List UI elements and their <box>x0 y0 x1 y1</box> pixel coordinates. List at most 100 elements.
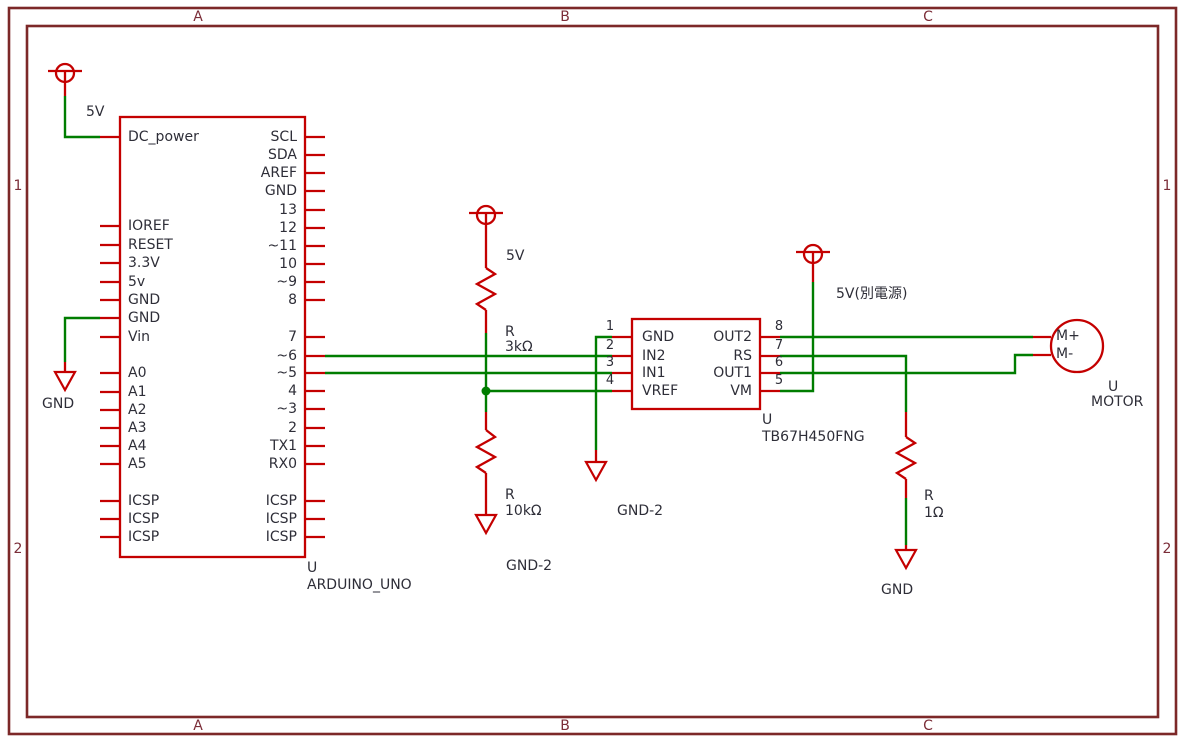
arduino-value: ARDUINO_UNO <box>307 577 412 593</box>
wire-5v-to-dcpower[interactable] <box>63 96 100 139</box>
frame-col-b-bottom: B <box>560 718 570 734</box>
arduino-pin-icsp-r3: ICSP <box>265 529 297 545</box>
arduino-pin-dc-power: DC_power <box>128 129 199 145</box>
arduino-pin-aref: AREF <box>260 165 297 181</box>
gnd2-label-under-ic: GND-2 <box>617 503 664 519</box>
gnd2-symbol-under-ic[interactable] <box>584 460 608 483</box>
power-symbol-5v-right[interactable] <box>796 243 830 282</box>
arduino-pin-12: 12 <box>279 220 297 236</box>
symbol-connector-segments[interactable] <box>63 310 908 550</box>
power-symbol-5v-left[interactable] <box>48 62 82 96</box>
arduino-pin-5v: 5v <box>128 274 146 290</box>
frame-col-c-top: C <box>923 9 933 25</box>
arduino-pin-sda: SDA <box>268 147 297 163</box>
arduino-pin-5: ~5 <box>276 365 297 381</box>
arduino-pin-tx1: TX1 <box>269 438 297 454</box>
gnd-symbol-left[interactable] <box>53 370 77 393</box>
arduino-right-pin-stubs[interactable] <box>305 135 325 539</box>
arduino-pin-scl: SCL <box>270 129 297 145</box>
wire-junction-dot[interactable] <box>481 386 491 396</box>
arduino-body[interactable] <box>118 115 307 559</box>
arduino-pin-rx0: RX0 <box>268 456 297 472</box>
motor-pin-mplus: M+ <box>1056 328 1080 344</box>
arduino-pin-6: ~6 <box>276 348 297 364</box>
arduino-ref: U <box>307 560 318 576</box>
motor-body[interactable] <box>1049 318 1105 374</box>
arduino-pin-a3: A3 <box>128 420 147 436</box>
ic-pin-number-8: 8 <box>774 319 784 334</box>
arduino-pin-9: ~9 <box>276 274 297 290</box>
motor-ref: U <box>1108 379 1119 395</box>
resistor-3k-ref: R <box>505 324 515 340</box>
wire-out1-to-mminus[interactable] <box>780 353 1033 375</box>
arduino-pin-reset: RESET <box>128 237 173 253</box>
frame-row-2-left: 2 <box>13 541 23 557</box>
resistor-1ohm-symbol[interactable] <box>894 436 918 480</box>
frame-col-a-top: A <box>193 9 203 25</box>
ic-pin-vref: VREF <box>642 383 679 399</box>
gnd-label-right: GND <box>881 582 914 598</box>
ic-pin-number-2: 2 <box>605 338 615 353</box>
ic-pin-in1: IN1 <box>642 365 666 381</box>
frame-col-b-top: B <box>560 9 570 25</box>
motor-pin-stubs[interactable] <box>1033 335 1051 357</box>
resistor-1ohm-ref: R <box>924 488 934 504</box>
arduino-pin-4: 4 <box>288 383 297 399</box>
ic-pin-out1: OUT1 <box>713 365 752 381</box>
driver-ic-pin-stubs[interactable] <box>612 335 780 393</box>
arduino-pin-3: ~3 <box>276 401 297 417</box>
arduino-pin-gnd2: GND <box>128 310 161 326</box>
ic-pin-number-1: 1 <box>605 319 615 334</box>
gnd-symbol-right[interactable] <box>894 548 918 571</box>
arduino-pin-7: 7 <box>288 329 297 345</box>
power-label-5v-right: 5V(別電源) <box>836 286 908 302</box>
ic-pin-out2: OUT2 <box>713 329 752 345</box>
arduino-pin-11: ~11 <box>267 238 297 254</box>
ic-pin-rs: RS <box>733 348 752 364</box>
arduino-pin-gnd-r: GND <box>264 183 297 199</box>
arduino-pin-icsp-l3: ICSP <box>128 529 160 545</box>
resistor-10k-symbol[interactable] <box>474 429 498 474</box>
ic-pin-number-4: 4 <box>605 373 615 388</box>
frame-row-2-right: 2 <box>1162 541 1172 557</box>
arduino-pin-gnd1: GND <box>128 292 161 308</box>
frame-row-1-left: 1 <box>13 178 23 194</box>
ic-value: TB67H450FNG <box>762 429 865 445</box>
gnd2-label-under-10k: GND-2 <box>506 558 553 574</box>
wire-rs-to-r1[interactable] <box>780 354 908 412</box>
arduino-pin-a4: A4 <box>128 438 147 454</box>
arduino-pin-2: 2 <box>288 420 297 436</box>
wire-gnd-from-arduino[interactable] <box>63 316 100 362</box>
arduino-pin-icsp-r1: ICSP <box>265 493 297 509</box>
power-label-5v-mid: 5V <box>506 248 525 264</box>
driver-ic-body[interactable] <box>630 317 762 411</box>
ic-pin-gnd: GND <box>642 329 675 345</box>
gnd2-symbol-under-10k[interactable] <box>474 513 498 536</box>
wire-ic-gnd[interactable] <box>594 335 612 450</box>
arduino-pin-a2: A2 <box>128 402 147 418</box>
arduino-pin-ioref: IOREF <box>128 218 170 234</box>
resistor-10k-ref: R <box>505 487 515 503</box>
arduino-pin-10: 10 <box>279 256 297 272</box>
ic-pin-in2: IN2 <box>642 348 666 364</box>
arduino-pin-13: 13 <box>279 202 297 218</box>
arduino-pin-icsp-r2: ICSP <box>265 511 297 527</box>
arduino-left-pin-stubs[interactable] <box>100 135 120 539</box>
motor-value: MOTOR <box>1091 394 1144 410</box>
arduino-pin-icsp-l1: ICSP <box>128 493 160 509</box>
motor-pin-mminus: M- <box>1056 346 1074 362</box>
power-symbol-5v-mid[interactable] <box>469 204 503 268</box>
arduino-pin-8: 8 <box>288 292 297 308</box>
ic-pin-number-6: 6 <box>774 355 784 370</box>
sheet-border-inner <box>25 24 1160 719</box>
arduino-pin-vin: Vin <box>128 329 151 345</box>
resistor-3k-value: 3kΩ <box>505 339 533 355</box>
ic-pin-number-3: 3 <box>605 355 615 370</box>
resistor-1ohm-value: 1Ω <box>924 505 944 521</box>
arduino-pin-icsp-l2: ICSP <box>128 511 160 527</box>
arduino-pin-3v3: 3.3V <box>128 255 160 271</box>
resistor-3k-symbol[interactable] <box>474 267 498 311</box>
arduino-pin-a0: A0 <box>128 365 147 381</box>
wire-5v2-to-vm[interactable] <box>780 282 815 393</box>
